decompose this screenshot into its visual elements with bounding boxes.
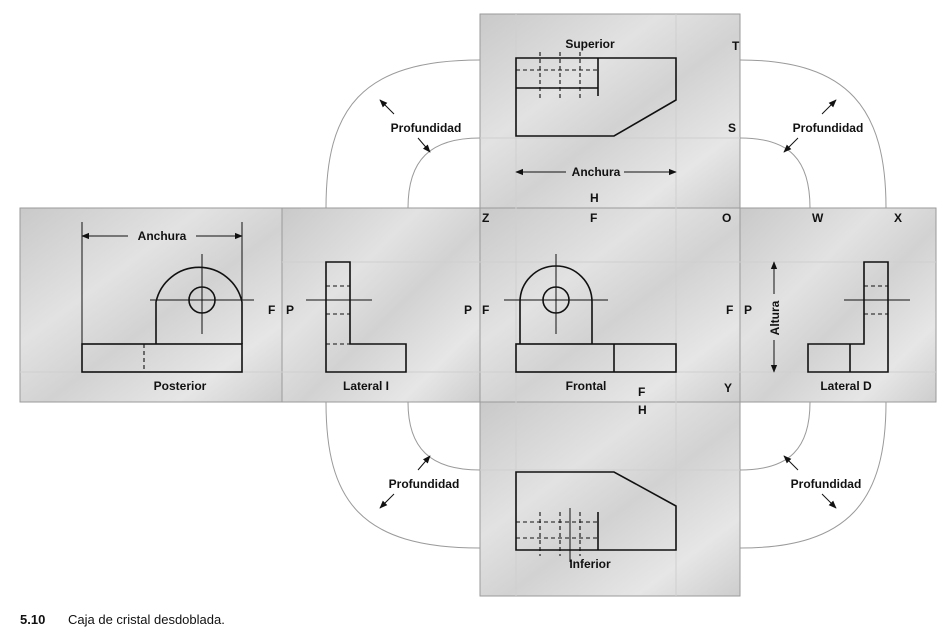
- label-altura: Altura: [768, 300, 782, 335]
- letter-f-frontal-right: F: [726, 303, 733, 317]
- label-anchura-superior: Anchura: [572, 165, 621, 179]
- label-lateral-d: Lateral D: [820, 379, 872, 393]
- letter-z: Z: [482, 211, 489, 225]
- panel-lateral-i: [281, 207, 481, 403]
- posterior-view-drawing: [81, 222, 254, 373]
- letter-p-lateral-i-right: P: [464, 303, 472, 317]
- label-anchura-posterior: Anchura: [138, 229, 187, 243]
- dimension-arrows: [81, 99, 837, 509]
- frontal-view-drawing: [504, 254, 677, 373]
- letter-f-top: F: [590, 211, 597, 225]
- letter-f-posterior: F: [268, 303, 275, 317]
- fold-arcs: [325, 59, 887, 549]
- label-superior: Superior: [565, 37, 615, 51]
- label-profundidad-top-left: Profundidad: [391, 121, 462, 135]
- caption-text: Caja de cristal desdoblada.: [68, 612, 225, 627]
- inferior-view-drawing: [515, 471, 677, 562]
- panel-posterior: [19, 207, 283, 403]
- lateral-i-view-drawing: [306, 261, 407, 373]
- label-posterior: Posterior: [154, 379, 207, 393]
- panel-superior: [479, 13, 741, 209]
- panel-inferior: [479, 401, 741, 597]
- letter-f-bottom: F: [638, 385, 645, 399]
- letter-p-lateral-i: P: [286, 303, 294, 317]
- label-profundidad-top-right: Profundidad: [793, 121, 864, 135]
- label-profundidad-bottom-left: Profundidad: [389, 477, 460, 491]
- label-inferior: Inferior: [569, 557, 611, 571]
- letter-t: T: [732, 39, 740, 53]
- label-lateral-i: Lateral I: [343, 379, 389, 393]
- letter-y: Y: [724, 381, 732, 395]
- letter-f-frontal-left: F: [482, 303, 489, 317]
- letter-h-top: H: [590, 191, 599, 205]
- letter-s: S: [728, 121, 736, 135]
- letter-o: O: [722, 211, 731, 225]
- label-profundidad-bottom-right: Profundidad: [791, 477, 862, 491]
- letter-p-lateral-d: P: [744, 303, 752, 317]
- caption-number: 5.10: [20, 612, 45, 627]
- panel-frontal: [479, 207, 741, 403]
- letter-h-bottom: H: [638, 403, 647, 417]
- letter-w: W: [812, 211, 824, 225]
- superior-view-drawing: [515, 52, 677, 137]
- lateral-d-view-drawing: [807, 261, 910, 373]
- label-frontal: Frontal: [566, 379, 607, 393]
- letter-x: X: [894, 211, 902, 225]
